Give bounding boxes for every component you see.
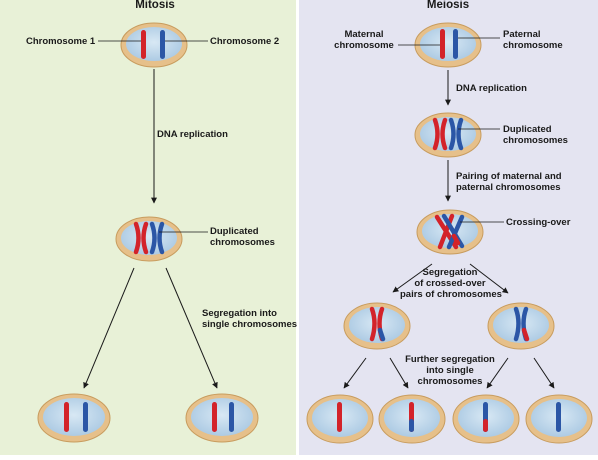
seg-crossed-label-3: pairs of chromosomes — [400, 289, 502, 300]
paternal-chromosome — [453, 29, 458, 59]
mitosis-seg-arrow-left — [83, 267, 135, 389]
mitosis-seg-arrow-right — [165, 267, 218, 389]
meiosis-seg-arrow-left — [392, 263, 433, 293]
paternal-label-1: Paternal — [503, 29, 541, 40]
paternal-label-2: chromosome — [503, 40, 563, 51]
meiosis-further-arrow-1 — [343, 357, 367, 389]
pairing-label-1: Pairing of maternal and — [456, 171, 562, 182]
meiosis-intermediate-cell-right — [487, 302, 555, 350]
meiosis-duplicated-label-2: chromosomes — [503, 135, 568, 146]
meiosis-gamete-1 — [306, 394, 374, 444]
meiosis-dna-replication-label: DNA replication — [456, 83, 527, 94]
mitosis-daughter-cell-right — [185, 393, 259, 443]
maternal-chromosome — [440, 29, 445, 59]
further-label-3: chromosomes — [417, 376, 483, 387]
crossing-over-label: Crossing-over — [506, 217, 571, 228]
panel-divider — [296, 0, 299, 455]
chromosome-1-label: Chromosome 1 — [26, 36, 96, 47]
seg-crossed-label-2: of crossed-over — [414, 278, 486, 289]
mitosis-segregation-label-2: single chromosomes — [202, 319, 298, 330]
meiosis-duplicated-cell — [414, 112, 482, 158]
mitosis-title: Mitosis — [135, 0, 175, 11]
meiosis-duplicated-label-1: Duplicated — [503, 124, 552, 135]
meiosis-gamete-4 — [525, 394, 593, 444]
mitosis-parent-cell — [120, 22, 188, 68]
meiosis-intermediate-cell-left — [343, 302, 411, 350]
meiosis-further-arrow-3 — [486, 357, 509, 389]
mitosis-daughter-cell-left — [37, 393, 111, 443]
meiosis-title: Meiosis — [426, 0, 470, 11]
meiosis-further-arrow-4 — [533, 357, 555, 389]
meiosis-seg-arrow-right — [469, 263, 509, 294]
meiosis-gamete-2 — [378, 394, 446, 444]
meiosis-crossing-over-cell — [416, 209, 484, 255]
chromosome-1 — [141, 30, 146, 59]
further-label-1: Further segregation — [405, 354, 495, 365]
mitosis-dna-replication-label: DNA replication — [157, 129, 228, 140]
meiosis-gamete-3 — [452, 394, 520, 444]
meiosis-further-arrow-2 — [389, 357, 409, 389]
seg-crossed-label-1: Segregation — [422, 267, 478, 278]
maternal-label-1: Maternal — [344, 29, 384, 40]
mitosis-duplicated-label-2: chromosomes — [210, 237, 275, 248]
maternal-label-2: chromosome — [334, 40, 394, 51]
pairing-label-2: paternal chromosomes — [456, 182, 561, 193]
mitosis-duplicated-label-1: Duplicated — [210, 226, 259, 237]
chromosome-2-label: Chromosome 2 — [210, 36, 280, 47]
mitosis-duplicated-cell — [115, 216, 183, 262]
further-label-2: into single — [426, 365, 474, 376]
mitosis-segregation-label-1: Segregation into — [202, 308, 277, 319]
chromosome-2 — [160, 30, 165, 59]
